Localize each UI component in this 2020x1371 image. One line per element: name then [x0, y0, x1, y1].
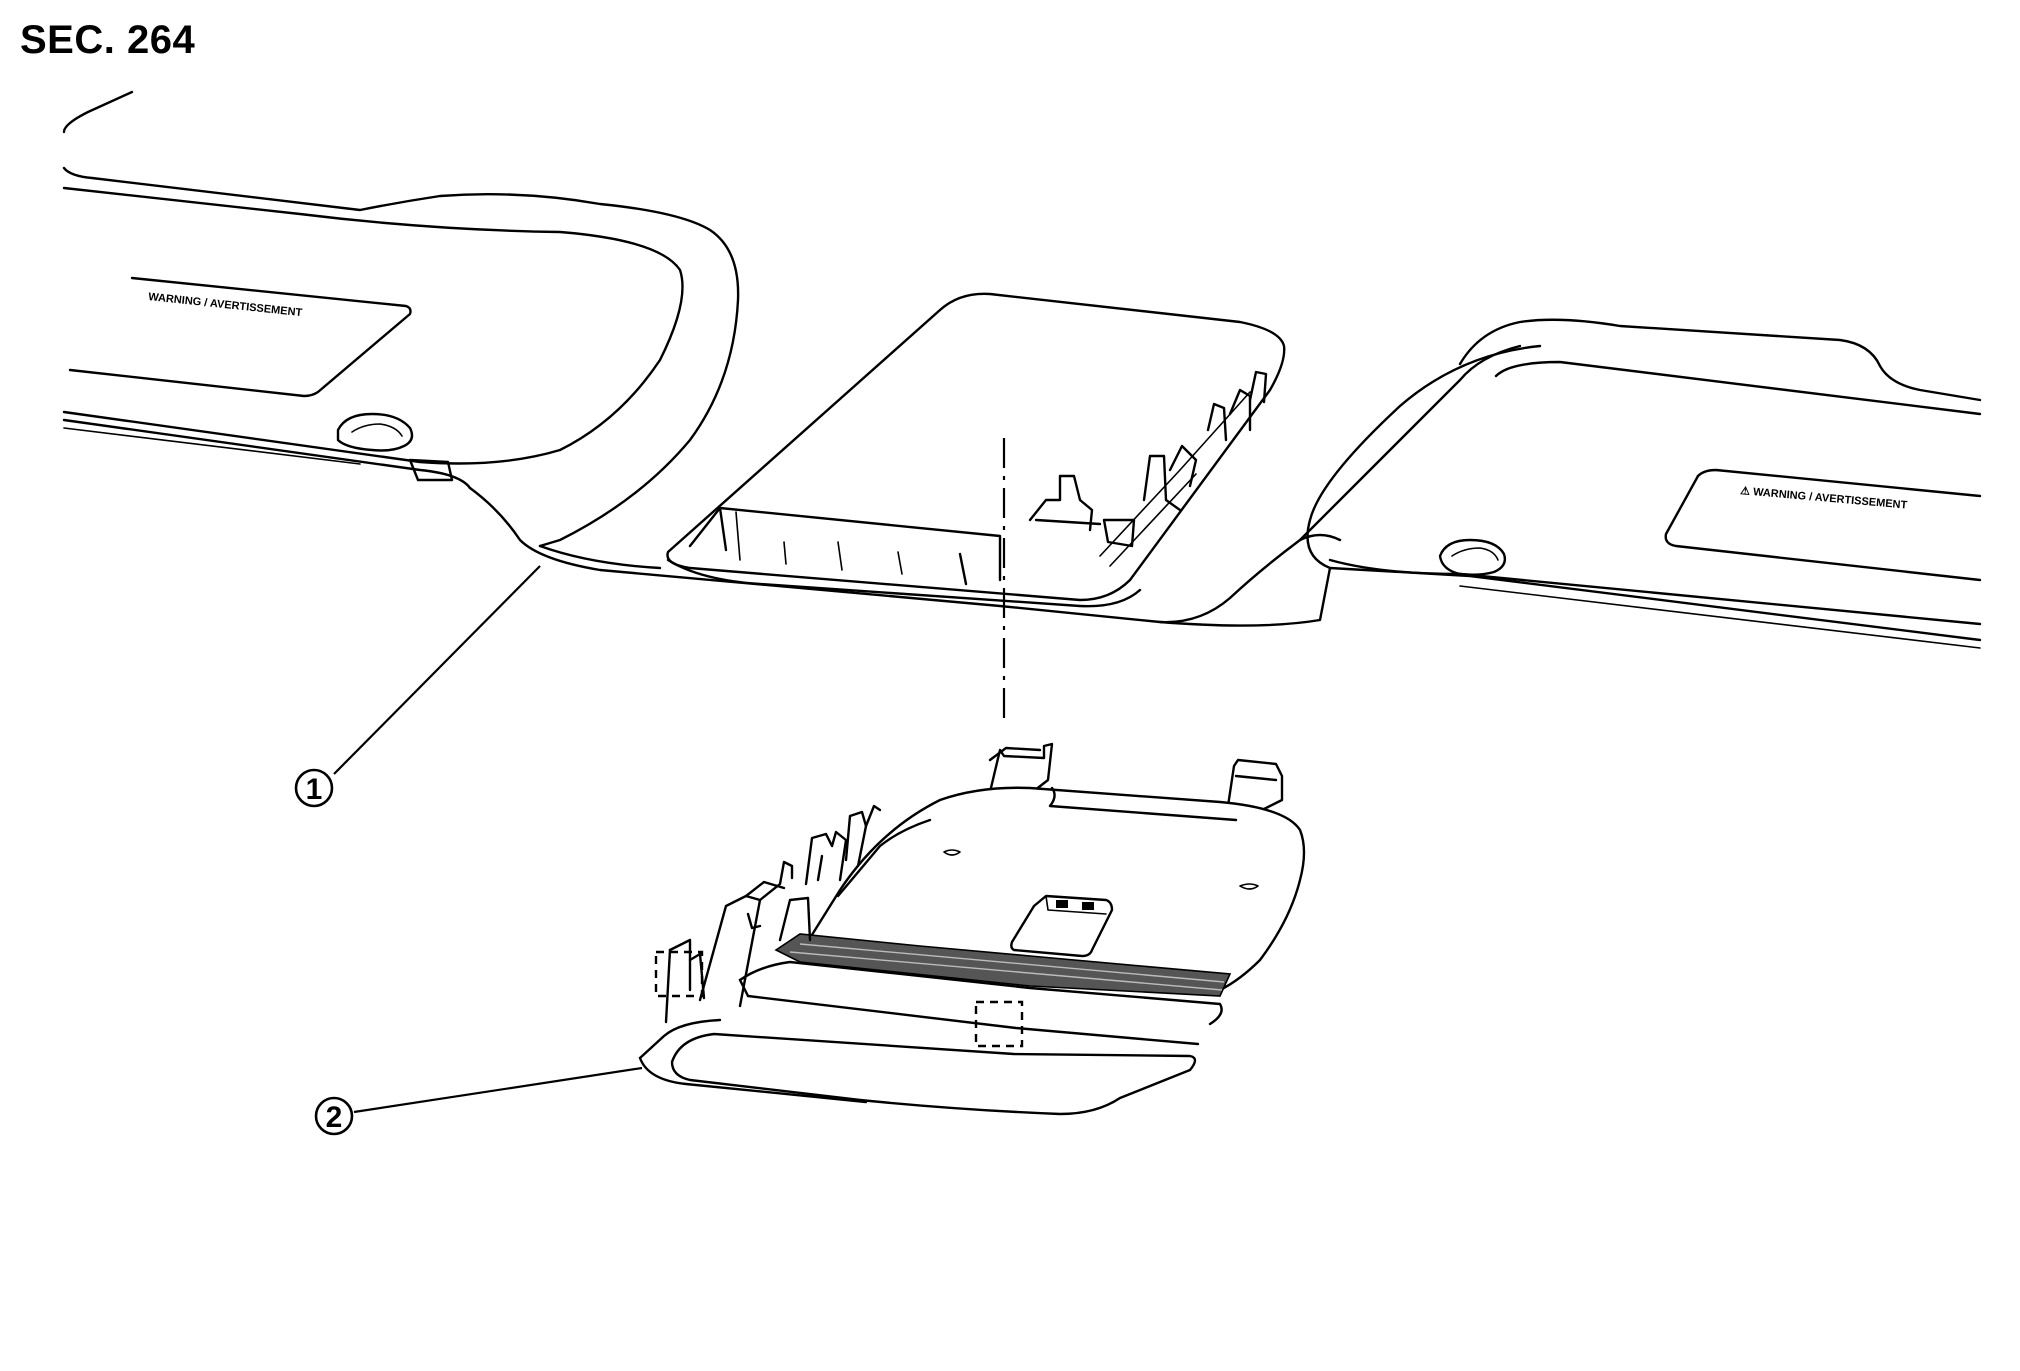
map-lamp-assembly [638, 742, 1306, 1116]
left-visor-label: WARNING / AVERTISSEMENT [148, 291, 303, 319]
roof-headlining: WARNING / AVERTISSEMENT [62, 90, 1982, 649]
hidden-clip-left [654, 950, 704, 998]
right-visor-label: ⚠ WARNING / AVERTISSEMENT [1740, 485, 1908, 512]
callout-2-number: 2 [326, 1101, 343, 1134]
section-label: SEC. 264 [20, 18, 196, 62]
hidden-clip-center [974, 1000, 1024, 1048]
callout-1-number: 1 [306, 773, 323, 806]
callout-2: 2 [314, 1066, 643, 1136]
callout-1: 1 [294, 565, 541, 808]
